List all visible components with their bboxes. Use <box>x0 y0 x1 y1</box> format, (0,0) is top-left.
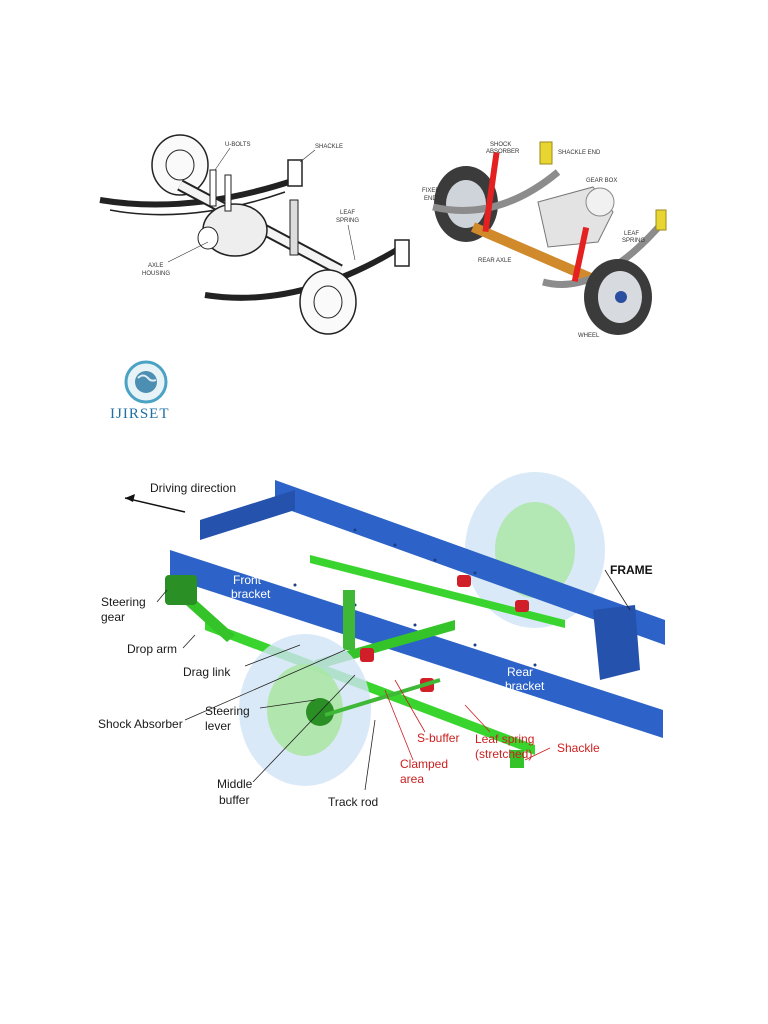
label-clamped-area-1: Clamped <box>400 757 448 771</box>
label-leaf-1: LEAF <box>624 231 639 237</box>
steering-gear-part <box>165 575 197 605</box>
leaf-spring-line-drawing: U-BOLTS SHACKLE LEAF SPRING AXLE HOUSING <box>99 134 410 335</box>
label-frame: FRAME <box>610 563 653 577</box>
label-wheel: WHEEL <box>578 333 600 339</box>
shock-absorber-part <box>343 590 355 650</box>
leaf-spring-back <box>432 169 561 214</box>
label-leaf-spring-1: Leaf spring <box>475 732 534 746</box>
label-drop-arm: Drop arm <box>127 642 177 656</box>
label-shackle: Shackle <box>557 741 600 755</box>
shock-absorber-part <box>289 199 299 256</box>
label-middle-buffer-1: Middle <box>217 777 253 791</box>
label-leaf-spring-2: (stretched) <box>475 747 532 761</box>
label-rear-axle: REAR AXLE <box>478 258 511 264</box>
label-fixed-1: FIXED <box>422 188 440 194</box>
label-rear-bracket-1: Rear <box>507 665 533 679</box>
label-axle-housing-2: HOUSING <box>142 271 170 277</box>
label-clamped-area-2: area <box>400 772 424 786</box>
brake-drum-bottom <box>299 269 357 335</box>
label-middle-buffer-2: buffer <box>219 793 249 807</box>
label-shock-1: SHOCK <box>490 142 511 148</box>
buffer-rear-1 <box>457 575 471 587</box>
label-steering-lever-2: lever <box>205 719 231 733</box>
label-drag-link: Drag link <box>183 665 231 679</box>
rear-axle-leaf-spring-drawing: SHOCK ABSORBER SHACKLE END FIXED END GEA… <box>422 141 667 339</box>
label-driving-direction: Driving direction <box>150 481 236 495</box>
shock-absorber-front <box>571 226 590 282</box>
label-steering-lever-1: Steering <box>205 704 250 718</box>
leaf-spring-rear-axle <box>310 555 565 628</box>
brake-drum-top <box>151 134 209 196</box>
driving-direction-arrow <box>124 497 186 513</box>
logo-text: IJIRSET <box>110 406 170 422</box>
shackle-end-bracket <box>539 141 553 165</box>
label-leaf-spring-2: SPRING <box>336 218 359 224</box>
buffer-rear-2 <box>515 600 529 612</box>
label-shock-2: ABSORBER <box>486 149 520 155</box>
frame-rail-back <box>275 480 665 645</box>
shackle-part <box>510 750 524 768</box>
label-u-bolts: U-BOLTS <box>225 142 251 148</box>
shock-absorber-back <box>482 151 500 233</box>
label-axle-housing-1: AXLE <box>148 263 163 269</box>
label-front-bracket-1: Front <box>233 573 262 587</box>
label-shackle-end: SHACKLE END <box>558 150 601 156</box>
track-rod-part <box>324 678 441 717</box>
label-rear-bracket-2: bracket <box>505 679 545 693</box>
shackle-part <box>287 159 303 187</box>
chassis-suspension-diagram: Driving direction FRAME Front bracket Re… <box>98 472 665 809</box>
label-leaf-2: SPRING <box>622 238 645 244</box>
label-leaf-spring-1: LEAF <box>340 210 355 216</box>
label-shackle: SHACKLE <box>315 144 343 150</box>
frame-crossmember-front <box>200 490 295 540</box>
label-steering-gear-1: Steering <box>101 595 146 609</box>
label-s-buffer: S-buffer <box>417 731 459 745</box>
label-shock-absorber: Shock Absorber <box>98 717 183 731</box>
label-track-rod: Track rod <box>328 795 378 809</box>
leaf-spring-left <box>99 177 296 208</box>
u-bolt <box>209 169 217 207</box>
label-fixed-2: END <box>424 196 437 202</box>
ijirset-logo: IJIRSET <box>110 360 170 422</box>
label-steering-gear-2: gear <box>101 610 125 624</box>
frame-rail-front <box>170 550 663 738</box>
buffer-middle <box>360 648 374 662</box>
label-front-bracket-2: bracket <box>231 587 271 601</box>
frame-crossmember-rear <box>593 605 640 680</box>
label-gear-box: GEAR BOX <box>586 178 617 184</box>
